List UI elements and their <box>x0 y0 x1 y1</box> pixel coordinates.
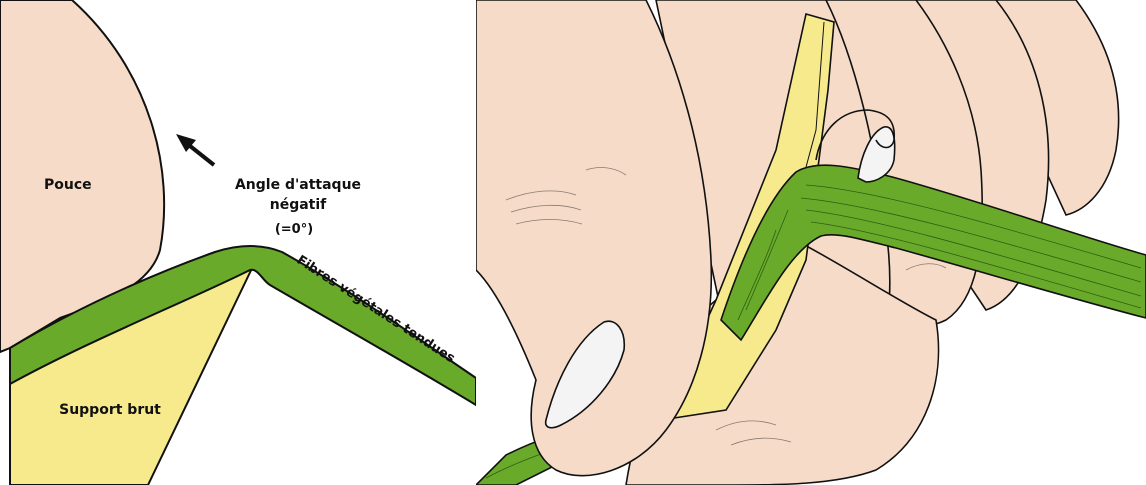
hand-illustration-svg <box>476 0 1146 485</box>
angle-value-label: (=0°) <box>275 222 313 237</box>
hand-illustration-panel <box>476 0 1146 485</box>
support-label: Support brut <box>59 402 161 418</box>
angle-label-line1: Angle d'attaque <box>235 177 361 193</box>
angle-label-line2: négatif <box>270 197 327 213</box>
schematic-panel: Pouce Angle d'attaque négatif (=0°) Fibr… <box>0 0 476 485</box>
schematic-svg: Pouce Angle d'attaque négatif (=0°) Fibr… <box>0 0 476 485</box>
thumb <box>476 0 711 476</box>
thumb-label: Pouce <box>44 177 92 193</box>
